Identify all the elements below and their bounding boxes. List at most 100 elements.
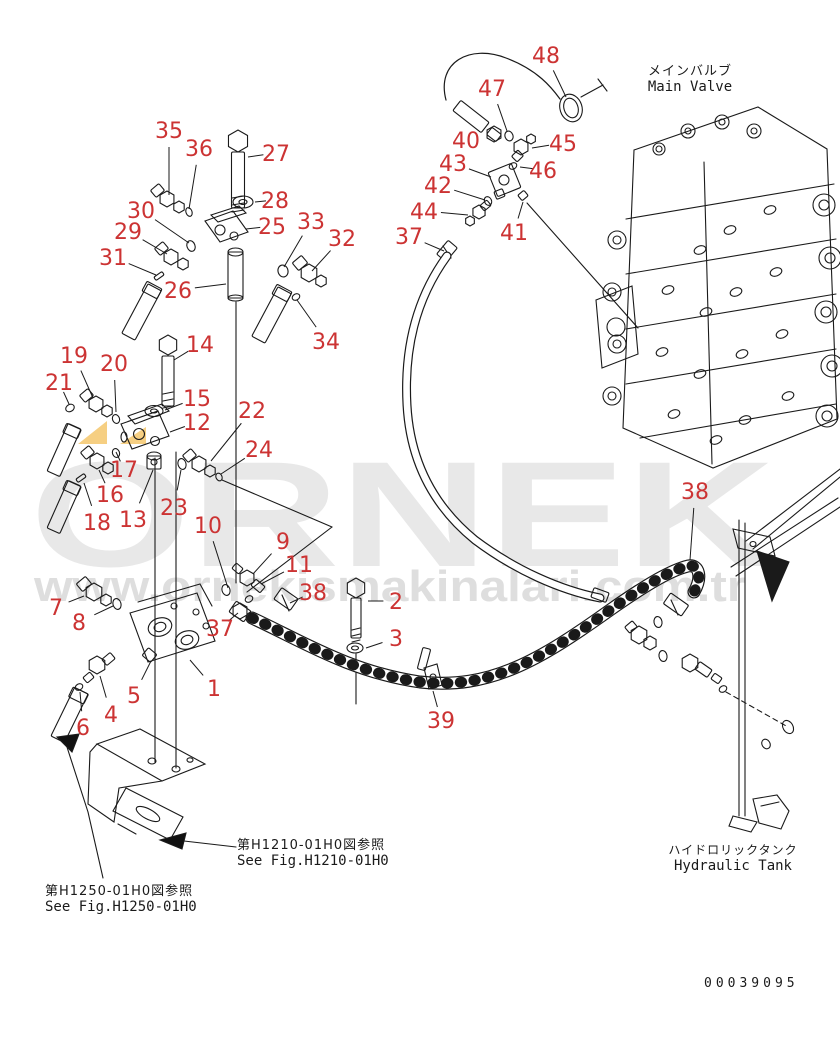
callout-leader-1 <box>189 659 204 676</box>
callout-number-17: 17 <box>110 458 138 483</box>
callout-leader-8 <box>94 605 114 616</box>
callout-leader-32 <box>311 250 331 272</box>
callout-leader-38 <box>289 596 303 604</box>
line-art-layer <box>46 52 840 879</box>
callout-number-45: 45 <box>549 132 577 157</box>
callout-number-35: 35 <box>155 119 183 144</box>
callout-leader-12 <box>169 426 186 433</box>
callout-leader-46 <box>519 166 533 170</box>
ref-fig-h1210-jp: 第H1210-01H0図参照 <box>237 838 386 853</box>
callout-leader-25 <box>245 226 261 230</box>
callout-leader-22 <box>210 422 242 462</box>
callout-number-14: 14 <box>186 333 214 358</box>
callout-number-10: 10 <box>194 514 222 539</box>
hydraulic-tank-label: ハイドロリックタンク Hydraulic Tank <box>658 841 808 874</box>
ref-fig-h1210-en: See Fig.H1210-01H0 <box>237 853 389 869</box>
callout-number-38: 38 <box>299 581 327 606</box>
callout-leader-47 <box>497 103 508 132</box>
callout-number-3: 3 <box>389 627 403 652</box>
callout-number-6: 6 <box>76 716 90 741</box>
callout-leader-5 <box>141 660 152 681</box>
ref-fig-h1250-en: See Fig.H1250-01H0 <box>45 899 197 915</box>
callout-leader-48 <box>552 70 567 98</box>
callout-number-23: 23 <box>160 496 188 521</box>
callout-leader-43 <box>468 168 492 178</box>
callout-leader-20 <box>114 379 117 413</box>
callout-leader-39 <box>432 690 438 708</box>
callout-leader-14 <box>173 350 189 361</box>
callout-number-31: 31 <box>99 246 127 271</box>
callout-number-29: 29 <box>114 220 142 245</box>
callout-number-38: 38 <box>681 480 709 505</box>
callout-number-19: 19 <box>60 344 88 369</box>
callout-number-33: 33 <box>297 210 325 235</box>
ref-fig-h1210-label: 第H1210-01H0図参照 See Fig.H1210-01H0 <box>237 834 389 869</box>
callout-number-26: 26 <box>164 279 192 304</box>
callout-leader-38 <box>689 507 695 561</box>
callout-number-25: 25 <box>258 215 286 240</box>
callout-leader-10 <box>212 541 229 589</box>
callout-number-1: 1 <box>207 677 221 702</box>
callout-leader-24 <box>220 457 246 475</box>
callout-number-9: 9 <box>276 530 290 555</box>
callout-leader-4 <box>99 675 107 698</box>
hydraulic-tank-label-en: Hydraulic Tank <box>673 858 792 874</box>
callout-number-41: 41 <box>500 221 528 246</box>
callout-leader-37 <box>227 612 239 622</box>
callout-leader-3 <box>365 642 383 649</box>
callout-leader-17 <box>115 451 121 462</box>
main-valve-label-jp: メインバルブ <box>647 64 732 79</box>
callout-number-15: 15 <box>183 387 211 412</box>
callout-number-37: 37 <box>395 225 423 250</box>
callout-leader-45 <box>531 144 550 149</box>
callout-leader-28 <box>254 200 267 203</box>
main-valve-label: メインバルブ Main Valve <box>638 60 742 95</box>
callout-number-39: 39 <box>427 709 455 734</box>
callout-leader-21 <box>63 391 70 405</box>
callout-leader-30 <box>154 219 190 244</box>
callout-leader-31 <box>128 263 157 276</box>
callout-leader-16 <box>98 469 106 484</box>
callout-number-30: 30 <box>127 199 155 224</box>
document-number: 00039095 <box>704 976 799 991</box>
callout-number-32: 32 <box>328 227 356 252</box>
hydraulic-tank-label-jp: ハイドロリックタンク <box>668 843 798 857</box>
ref-fig-h1250-jp: 第H1250-01H0図参照 <box>45 884 194 899</box>
callout-number-28: 28 <box>261 189 289 214</box>
callout-leader-41 <box>517 201 524 219</box>
callout-number-7: 7 <box>49 596 63 621</box>
callout-number-37: 37 <box>206 617 234 642</box>
watermark-brand-text: ORNEK <box>30 430 775 598</box>
callout-number-5: 5 <box>127 684 141 709</box>
callout-leader-19 <box>80 370 94 399</box>
callout-leader-44 <box>440 212 469 216</box>
callout-leader-29 <box>142 239 168 255</box>
callout-number-42: 42 <box>424 174 452 199</box>
callout-leader-42 <box>454 189 486 201</box>
callout-number-44: 44 <box>410 200 438 225</box>
main-valve-label-en: Main Valve <box>647 79 733 95</box>
callout-number-36: 36 <box>185 137 213 162</box>
callout-leader-11 <box>260 571 285 585</box>
callout-leader-6 <box>79 691 83 712</box>
callout-number-43: 43 <box>439 152 467 177</box>
callout-number-2: 2 <box>389 590 403 615</box>
callout-leader-37 <box>424 242 445 252</box>
callout-number-4: 4 <box>104 703 118 728</box>
callout-leader-18 <box>83 482 93 507</box>
callout-leader-33 <box>283 235 303 268</box>
callout-number-11: 11 <box>285 553 313 578</box>
callout-number-27: 27 <box>262 142 290 167</box>
callout-leader-7 <box>68 595 85 603</box>
callout-leader-23 <box>176 469 182 491</box>
callout-leader-34 <box>296 299 317 328</box>
callout-number-22: 22 <box>238 399 266 424</box>
callout-number-13: 13 <box>119 508 147 533</box>
callout-number-48: 48 <box>532 44 560 69</box>
callout-number-40: 40 <box>452 129 480 154</box>
callout-number-46: 46 <box>529 159 557 184</box>
callout-number-12: 12 <box>183 411 211 436</box>
ref-fig-h1250-label: 第H1250-01H0図参照 See Fig.H1250-01H0 <box>45 880 197 915</box>
